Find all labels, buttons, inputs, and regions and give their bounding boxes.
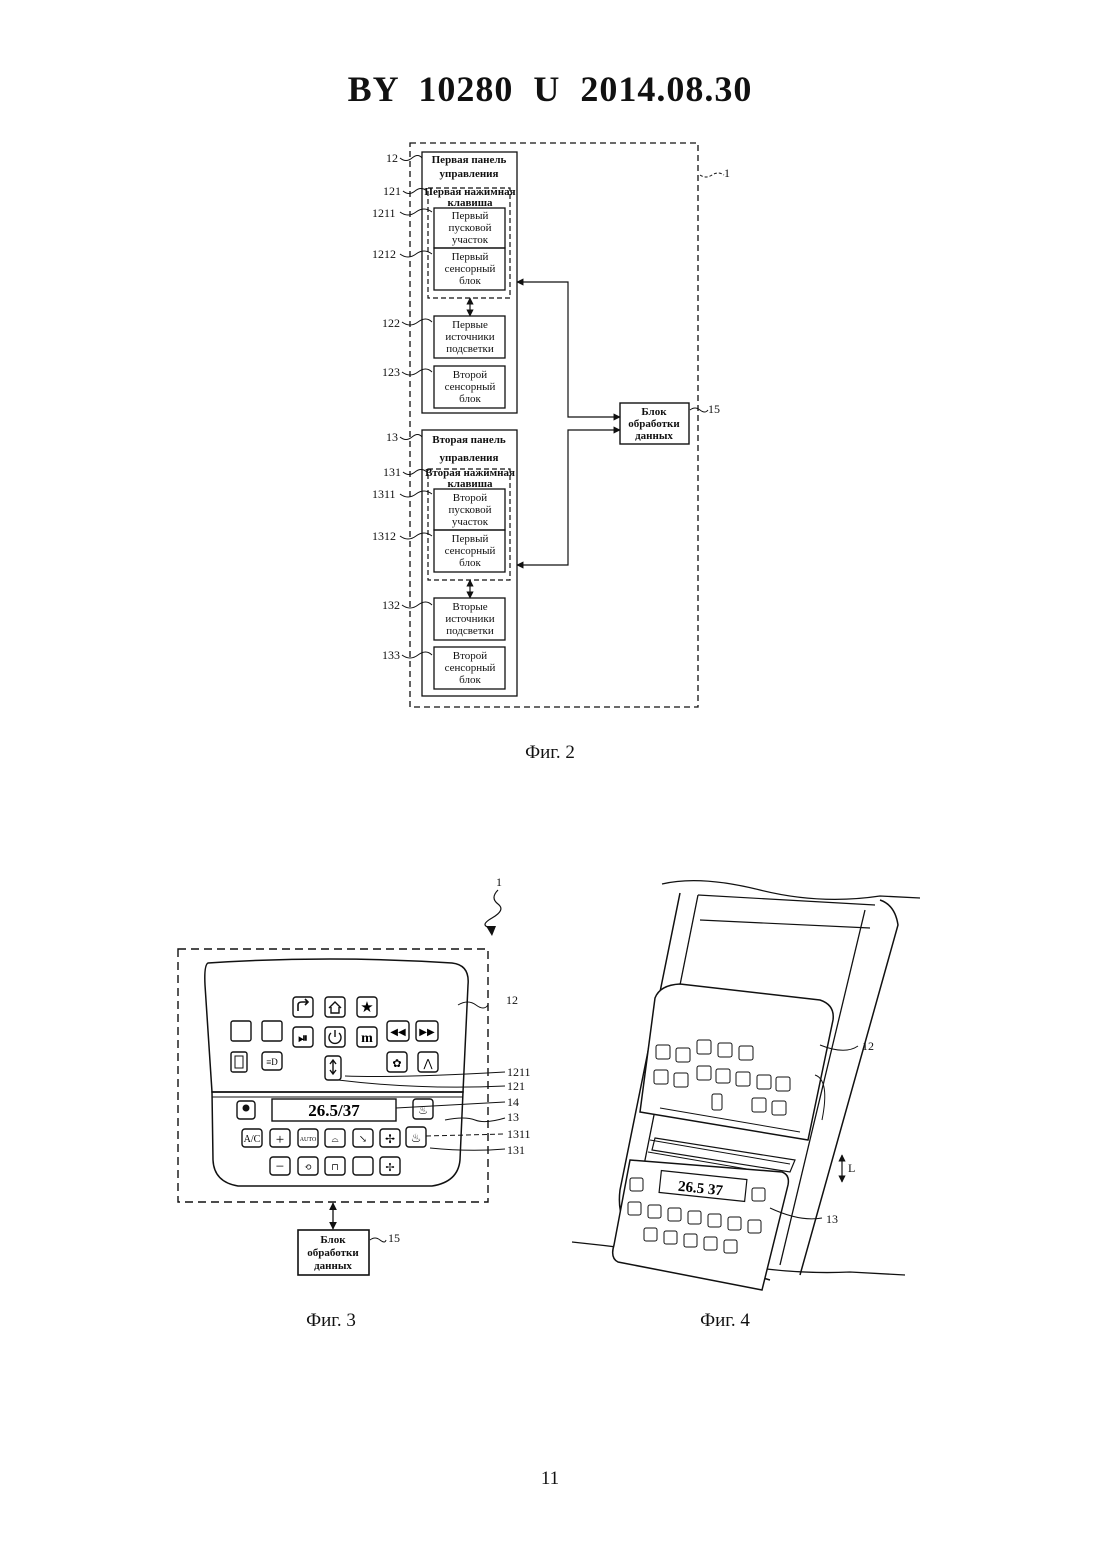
figure-4-caption: Фиг. 4 — [625, 1310, 825, 1332]
ref-fig4-panel2: 13 — [826, 1212, 838, 1226]
ref-fig4-direction: L — [848, 1161, 855, 1175]
dash-top-edge — [662, 881, 920, 900]
ref-fig4-panel1: 12 — [862, 1039, 874, 1053]
page-number: 11 — [0, 1468, 1100, 1490]
fig4-panel1 — [640, 984, 833, 1140]
